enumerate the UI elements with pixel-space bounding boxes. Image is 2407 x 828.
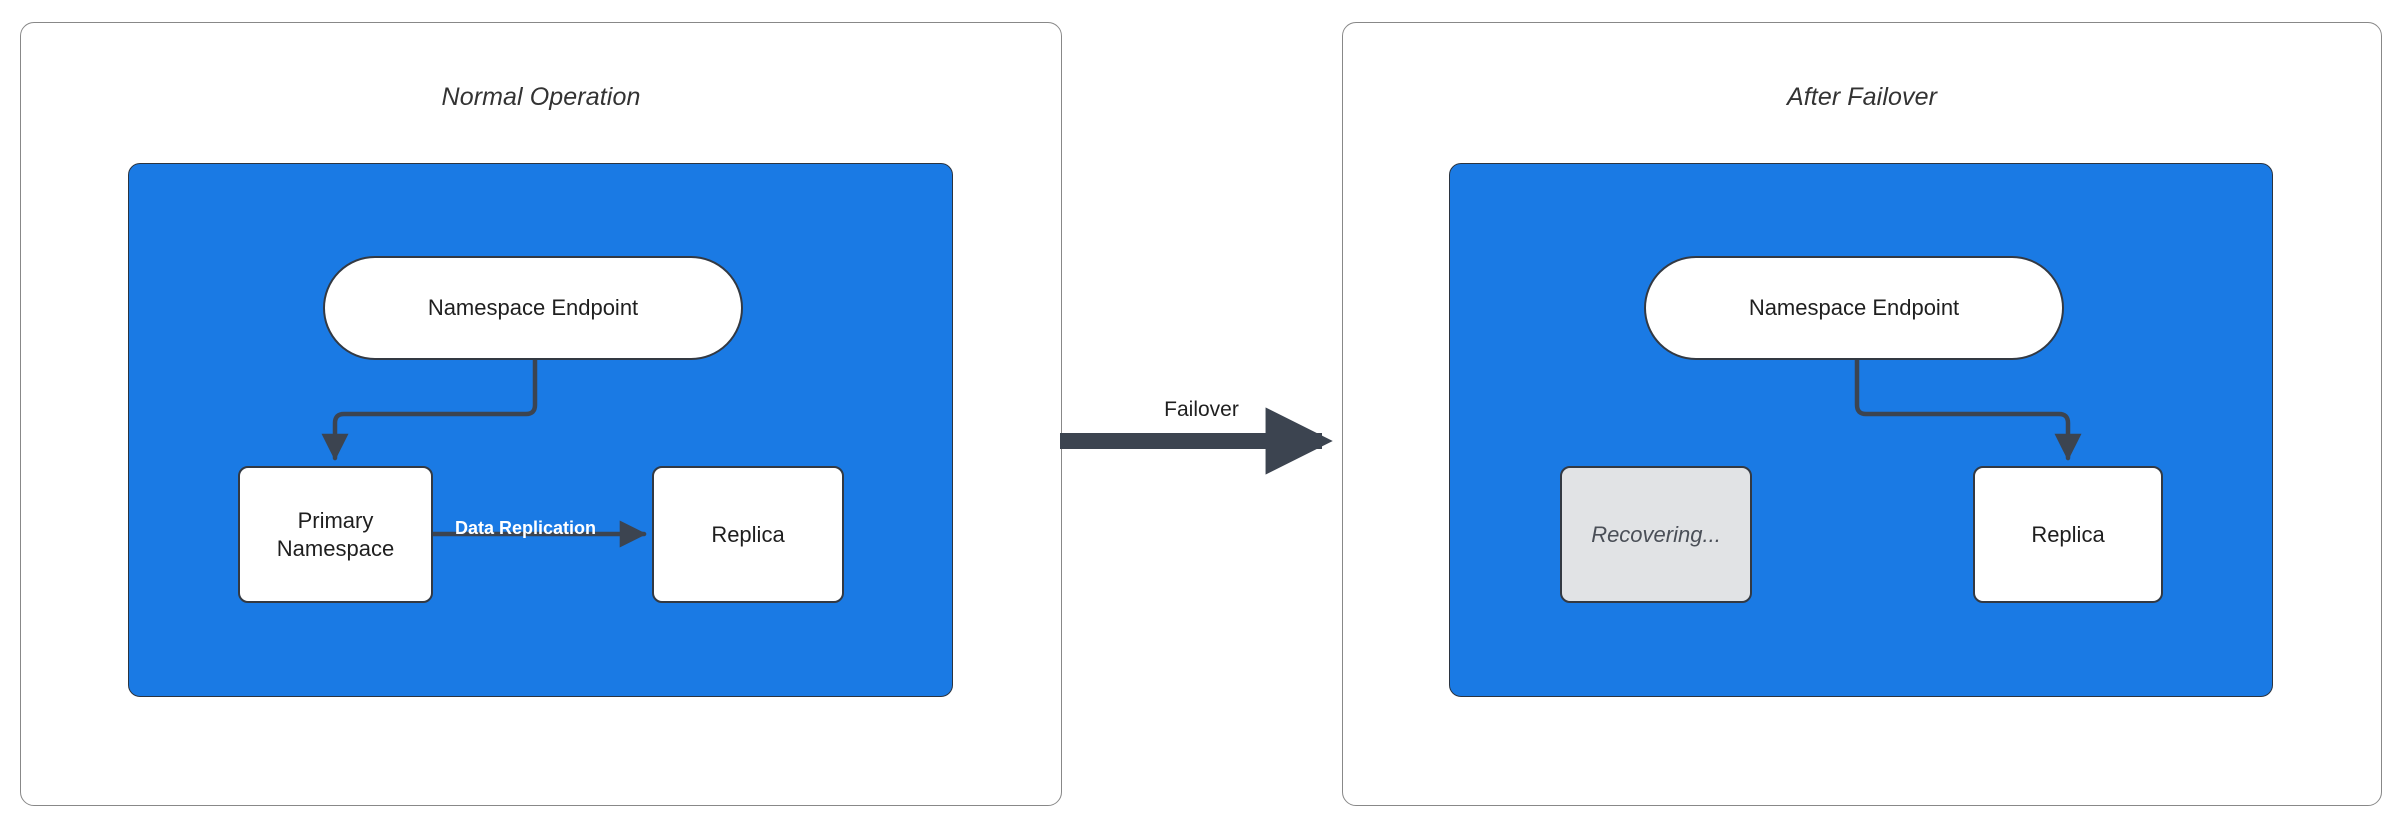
- panel-title-normal-operation: Normal Operation: [441, 83, 641, 111]
- region-normal-operation: [128, 163, 953, 697]
- node-label: Namespace Endpoint: [427, 295, 639, 321]
- node-primary-namespace[interactable]: Primary Namespace: [238, 466, 433, 603]
- node-namespace-endpoint-right[interactable]: Namespace Endpoint: [1644, 256, 2064, 360]
- panel-title-after-failover: After Failover: [1786, 83, 1938, 111]
- node-namespace-endpoint-left[interactable]: Namespace Endpoint: [323, 256, 743, 360]
- node-label-line1: Primary: [297, 508, 374, 533]
- node-label: Replica: [2031, 521, 2105, 547]
- node-label-line2: Namespace: [276, 535, 395, 561]
- node-label: Namespace Endpoint: [1748, 295, 1960, 321]
- edge-label-data-replication: Data Replication: [455, 518, 597, 538]
- region-after-failover: [1449, 163, 2273, 697]
- node-recovering[interactable]: Recovering...: [1560, 466, 1752, 603]
- edge-label-failover: Failover: [1164, 398, 1239, 421]
- node-label: Recovering...: [1591, 521, 1721, 547]
- node-replica-right[interactable]: Replica: [1973, 466, 2163, 603]
- node-replica-left[interactable]: Replica: [652, 466, 844, 603]
- node-label: Primary Namespace: [277, 507, 394, 562]
- node-label: Replica: [711, 521, 785, 547]
